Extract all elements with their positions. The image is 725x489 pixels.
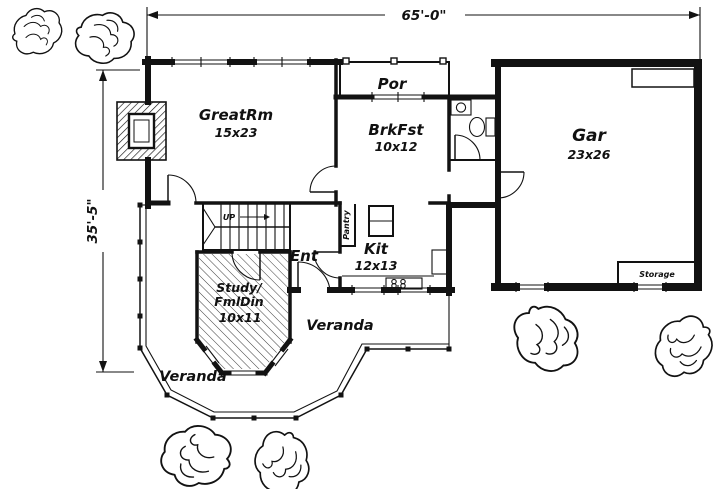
dining-label: FmlDin [214,294,264,309]
window [351,285,385,295]
porch-label: Por [378,75,408,93]
porch-post [342,57,350,65]
stairs-up-label: UP [223,213,235,222]
veranda [137,202,452,421]
storage-label: Storage [639,270,675,279]
tree-icon [243,422,323,489]
garage-size: 23x26 [568,147,611,162]
study-room: Study/ FmlDin 10x11 [193,250,294,377]
door [313,251,341,279]
entry: Ent [287,247,455,295]
pantry: Pantry [341,204,356,247]
arrow-down-icon [99,361,107,372]
veranda-side-label: Veranda [159,369,226,385]
front-door [297,261,331,291]
toilet [468,116,496,138]
window [253,57,311,67]
up-arrow-icon [264,214,270,220]
breakfast-room: BrkFst 10x12 [333,92,454,154]
door [454,134,481,161]
study-floor-hatch [199,254,288,369]
tree-icon [151,412,242,489]
breakfast-label: BrkFst [368,121,424,139]
tree-icon [66,0,143,75]
dimension-height-label: 35'-5" [85,199,101,244]
kitchen-size: 12x13 [355,258,398,273]
study-size: 10x11 [219,310,262,325]
sink [450,99,472,116]
garage-door [631,68,695,88]
kitchen: Pantry Kit 12x13 [313,201,452,296]
great-room-label: GreatRm [199,106,273,124]
tree-icon [12,7,63,55]
garage: Storage Gar 23x26 [491,59,702,292]
french-door [371,92,425,102]
storage-room: Storage [617,261,695,286]
great-room: GreatRm 15x23 [116,56,343,209]
entry-label: Ent [290,247,319,265]
study-label: Study/ [216,280,263,295]
door [167,174,197,204]
kitchen-label: Kit [364,240,389,258]
window [397,285,431,295]
porch: Por [339,57,450,98]
window [633,282,667,292]
veranda-posts [137,202,452,421]
bay-window [193,336,294,377]
garage-label: Gar [572,126,607,146]
dimension-top: 65'-0" [146,7,701,60]
arrow-left-icon [147,11,158,19]
fireplace [116,101,167,161]
stair-treads [220,203,285,250]
porch-post [390,57,398,65]
window [171,57,231,67]
tree-icon [645,310,723,384]
door [231,251,261,281]
bath [446,94,501,208]
door [309,165,337,193]
porch-post [439,57,447,65]
veranda-front-label: Veranda [306,318,373,334]
stove [385,277,423,290]
stairs: UP [202,202,291,251]
window [515,282,549,292]
dimension-left: 35'-5" [85,69,140,373]
door [497,171,525,199]
arrow-up-icon [99,70,107,81]
kitchen-island [368,205,394,237]
pantry-label: Pantry [342,210,351,240]
great-room-size: 15x23 [215,125,258,140]
refrigerator [431,249,449,275]
tree-icon [510,299,585,378]
dimension-width-label: 65'-0" [402,8,447,24]
breakfast-size: 10x12 [375,139,418,154]
arrow-right-icon [689,11,700,19]
